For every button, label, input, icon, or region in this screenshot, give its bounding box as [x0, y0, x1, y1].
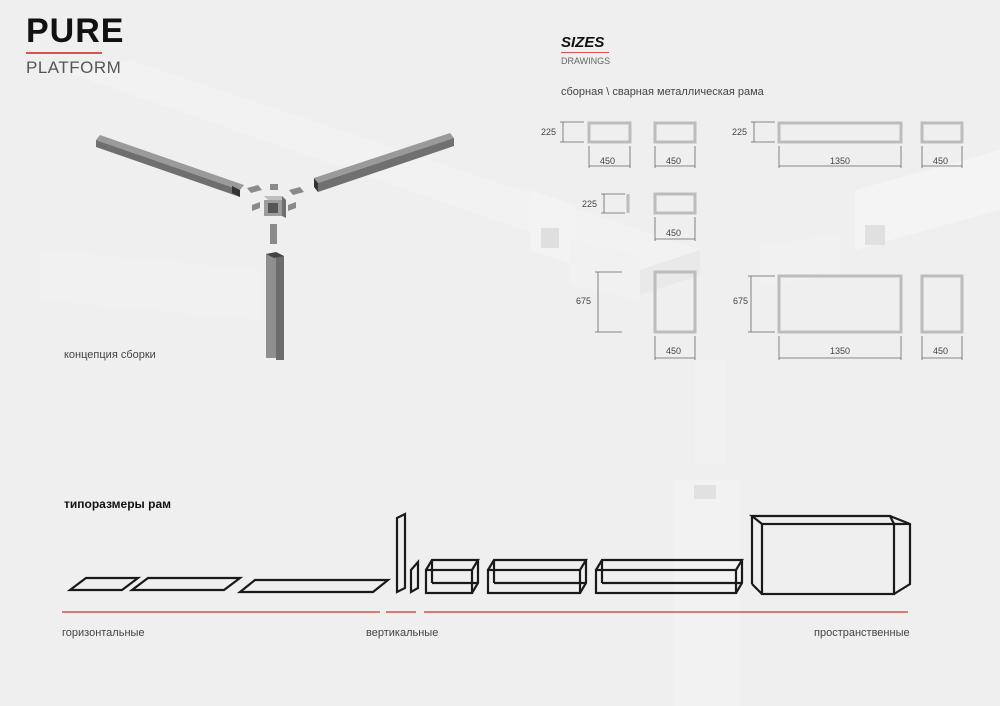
- category-spatial: пространственные: [814, 627, 910, 639]
- dimension-lines: [560, 121, 963, 360]
- category-horizontal: горизонтальные: [62, 627, 145, 639]
- brand-subtitle: PLATFORM: [26, 58, 122, 77]
- dim-label: 675: [733, 296, 749, 306]
- drawing-rect-5: [653, 192, 697, 215]
- frame-vertical-1: [395, 512, 407, 594]
- drawing-rect-7: [777, 274, 903, 334]
- sizes-underline: [561, 52, 609, 54]
- dim-label: 225: [582, 199, 598, 209]
- size-drawings: [587, 121, 964, 334]
- dim-label: 225: [732, 127, 748, 137]
- dim-label: 225: [541, 127, 557, 137]
- title-underline: [26, 52, 102, 54]
- dim-label: 1350: [830, 156, 851, 166]
- background-beams: [40, 60, 1000, 706]
- dim-label: 450: [600, 156, 616, 166]
- dim-label: 1350: [830, 346, 851, 356]
- drawing-rect-6: [653, 270, 697, 334]
- frame-spatial-2: [486, 558, 588, 595]
- drawing-rect-8: [920, 274, 964, 334]
- dim-label: 450: [666, 156, 682, 166]
- sizes-title: SIZES: [561, 34, 605, 51]
- drawing-rect-4: [920, 121, 964, 144]
- frame-spatial-1: [424, 558, 480, 595]
- dim-label: 450: [933, 156, 949, 166]
- frame-spatial-3: [594, 558, 744, 595]
- dim-label: 450: [933, 346, 949, 356]
- category-vertical: вертикальные: [366, 627, 439, 639]
- drawing-rect-3: [777, 121, 903, 144]
- assembly-label: концепция сборки: [64, 349, 156, 361]
- frame-types-title: типоразмеры рам: [64, 497, 171, 511]
- frame-spatial-4: [748, 514, 912, 596]
- frame-type-label: сборная \ сварная металлическая рама: [561, 86, 764, 98]
- brand-title: PURE: [26, 12, 125, 50]
- sizes-subtitle: DRAWINGS: [561, 56, 611, 66]
- dim-label: 675: [576, 296, 592, 306]
- frame-vertical-2: [409, 559, 420, 594]
- frame-horizontal-3: [236, 578, 392, 594]
- drawing-rect-2: [653, 121, 697, 144]
- frame-horizontal-2: [128, 576, 244, 592]
- drawing-rect-1: [587, 121, 632, 144]
- frame-horizontal-1: [66, 576, 142, 592]
- assembly-illustration: [96, 133, 454, 360]
- dim-label: 450: [666, 228, 682, 238]
- dim-label: 450: [666, 346, 682, 356]
- frame-types: [66, 512, 912, 596]
